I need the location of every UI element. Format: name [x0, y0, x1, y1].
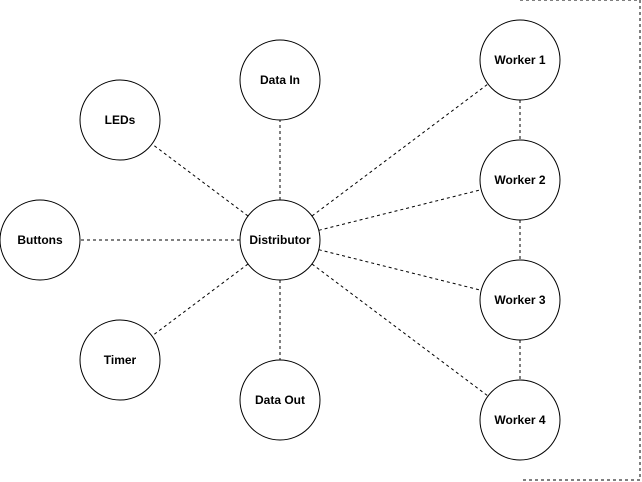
node-timer-circle — [79, 319, 161, 401]
node-distributor-circle — [239, 199, 321, 281]
node-worker-3[interactable]: Worker 3 — [479, 259, 561, 341]
node-worker-1-circle — [479, 19, 561, 101]
node-data-in-circle — [239, 39, 321, 121]
node-buttons[interactable]: Buttons — [0, 199, 81, 281]
edge-distributor-worker3 — [318, 249, 482, 291]
edge-distributor-worker4 — [311, 263, 489, 397]
node-worker-1[interactable]: Worker 1 — [479, 19, 561, 101]
node-data-out[interactable]: Data Out — [239, 359, 321, 441]
node-worker-1-label: Worker 1 — [494, 53, 545, 67]
node-leds-circle — [79, 79, 161, 161]
node-worker-3-circle — [479, 259, 561, 341]
node-distributor[interactable]: Distributor — [239, 199, 321, 281]
edge-layer — [80, 83, 521, 397]
node-layer: Data In LEDs Buttons Distributor Timer D… — [0, 19, 561, 461]
node-timer[interactable]: Timer — [79, 319, 161, 401]
node-data-out-label: Data Out — [255, 393, 305, 407]
node-buttons-circle — [0, 199, 81, 281]
node-worker-3-label: Worker 3 — [494, 293, 545, 307]
node-worker-4-label: Worker 4 — [494, 413, 545, 427]
node-distributor-label: Distributor — [249, 233, 311, 247]
edge-distributor-worker1 — [311, 83, 489, 217]
node-timer-label: Timer — [104, 353, 137, 367]
node-data-in[interactable]: Data In — [239, 39, 321, 121]
node-leds[interactable]: LEDs — [79, 79, 161, 161]
node-worker-4[interactable]: Worker 4 — [479, 379, 561, 461]
node-worker-2[interactable]: Worker 2 — [479, 139, 561, 221]
node-worker-2-label: Worker 2 — [494, 173, 545, 187]
edge-distributor-timer — [151, 263, 249, 337]
node-data-out-circle — [239, 359, 321, 441]
edge-distributor-worker2 — [318, 189, 482, 231]
node-data-in-label: Data In — [260, 73, 300, 87]
node-worker-4-circle — [479, 379, 561, 461]
node-worker-2-circle — [479, 139, 561, 221]
worker-group-frame — [520, 0, 641, 481]
node-leds-label: LEDs — [105, 113, 136, 127]
edge-distributor-leds — [151, 143, 249, 217]
node-buttons-label: Buttons — [17, 233, 63, 247]
